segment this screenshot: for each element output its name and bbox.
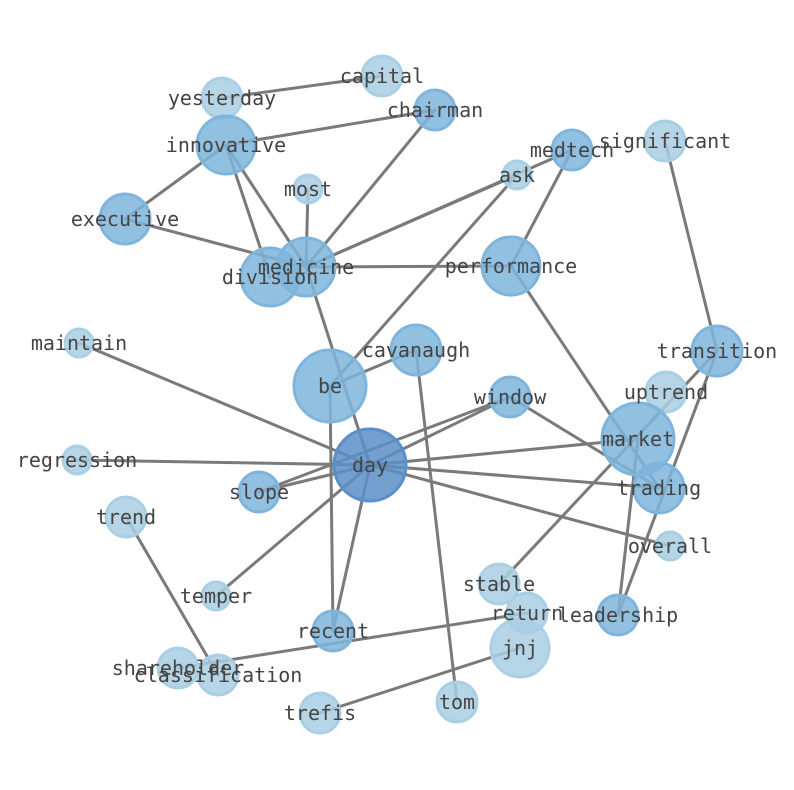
edge-regression-day <box>75 458 372 467</box>
node-overall <box>654 530 686 562</box>
node-label-most: most <box>284 177 332 201</box>
node-label-overall: overall <box>628 534 712 558</box>
node-division <box>239 246 301 308</box>
node-trend <box>104 495 148 539</box>
node-label-performance: performance <box>445 254 577 278</box>
node-label-day: day <box>352 453 388 477</box>
edge-chairman-medicine <box>304 108 437 269</box>
node-label-leadership: leadership <box>558 603 678 627</box>
node-tom <box>435 680 479 724</box>
node-label-be: be <box>318 374 342 398</box>
node-jnj <box>489 617 551 679</box>
edge-significant-transition <box>663 139 719 353</box>
node-label-capital: capital <box>340 64 424 88</box>
edge-cavanaugh-tom <box>414 348 459 704</box>
node-regression <box>61 444 93 476</box>
node-label-uptrend: uptrend <box>624 380 708 404</box>
node-label-yesterday: yesterday <box>168 86 276 110</box>
edge-innovative-chairman <box>224 108 437 147</box>
edge-maintain-day <box>77 341 372 467</box>
node-label-market: market <box>602 427 674 451</box>
node-uptrend <box>644 370 688 414</box>
node-cavanaugh <box>389 323 443 377</box>
node-be <box>292 348 368 424</box>
node-executive <box>98 192 152 246</box>
node-most <box>292 173 324 205</box>
node-chairman <box>413 88 457 132</box>
node-significant <box>643 119 687 163</box>
edge-yesterday-capital <box>220 74 384 100</box>
node-label-return: return <box>491 601 563 625</box>
node-label-stable: stable <box>463 572 535 596</box>
node-label-trend: trend <box>96 505 156 529</box>
node-label-maintain: maintain <box>31 331 127 355</box>
edge-day-market <box>368 437 640 467</box>
node-stable <box>477 562 521 606</box>
node-capital <box>360 54 404 98</box>
node-label-tom: tom <box>439 690 475 714</box>
node-label-classification: classification <box>134 663 303 687</box>
node-innovative <box>195 114 257 176</box>
node-label-chairman: chairman <box>387 98 483 122</box>
node-window <box>488 375 532 419</box>
edge-be-recent <box>328 384 335 633</box>
node-label-window: window <box>474 385 547 409</box>
node-performance <box>480 235 542 297</box>
node-label-jnj: jnj <box>502 636 538 660</box>
node-label-regression: regression <box>17 448 137 472</box>
node-label-trading: trading <box>617 476 701 500</box>
node-label-medicine: medicine <box>258 255 354 279</box>
edge-ask-be <box>328 173 519 388</box>
edge-shareholder-return <box>176 611 529 670</box>
node-ask <box>501 159 533 191</box>
node-day <box>332 427 408 503</box>
node-classification <box>196 653 240 697</box>
node-label-trefis: trefis <box>284 701 356 725</box>
node-leadership <box>596 593 640 637</box>
nodes-layer <box>61 54 744 735</box>
edge-jnj-trefis <box>318 646 522 715</box>
node-label-shareholder: shareholder <box>112 656 244 680</box>
node-label-innovative: innovative <box>166 133 286 157</box>
edge-day-trading <box>368 463 661 490</box>
node-label-recent: recent <box>297 619 369 643</box>
node-recent <box>311 609 355 653</box>
node-label-significant: significant <box>599 129 731 153</box>
node-trefis <box>298 691 342 735</box>
edge-medicine-performance <box>304 264 513 269</box>
node-label-temper: temper <box>180 584 252 608</box>
node-temper <box>200 580 232 612</box>
node-label-ask: ask <box>499 163 535 187</box>
node-label-medtech: medtech <box>530 138 614 162</box>
node-medtech <box>550 128 594 172</box>
node-label-slope: slope <box>229 480 289 504</box>
node-label-division: division <box>222 265 318 289</box>
node-slope <box>237 470 281 514</box>
node-label-transition: transition <box>657 339 777 363</box>
node-trading <box>632 461 686 515</box>
edge-trend-classification <box>124 515 220 677</box>
node-transition <box>690 324 744 378</box>
node-maintain <box>63 327 95 359</box>
labels-layer: capital yesterday chairman innovative signif… <box>17 64 777 725</box>
edge-day-overall <box>368 463 672 548</box>
node-label-executive: executive <box>71 207 179 231</box>
node-label-cavanaugh: cavanaugh <box>362 338 470 362</box>
